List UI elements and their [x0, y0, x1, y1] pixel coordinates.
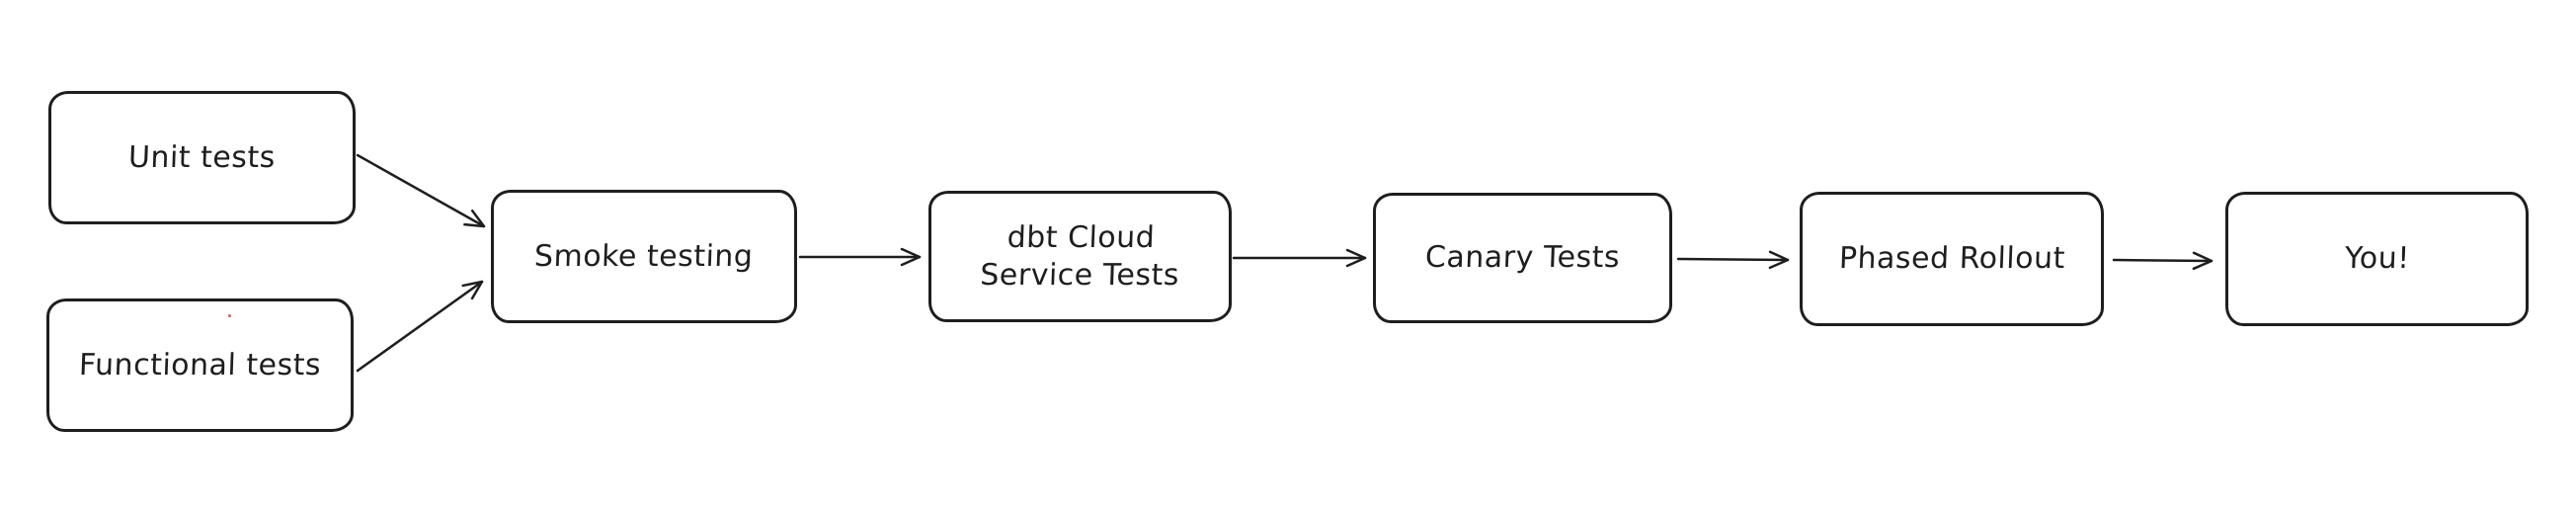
arrow-canary-tests-to-phased-rollout — [1676, 250, 1790, 270]
node-unit-tests-label: Unit tests — [127, 139, 277, 175]
node-canary-tests: Canary Tests — [1373, 193, 1672, 323]
node-functional-tests-label: Functional tests — [78, 347, 322, 382]
node-phased-rollout: Phased Rollout — [1800, 192, 2104, 326]
node-unit-tests: Unit tests — [48, 91, 356, 224]
node-you: You! — [2225, 192, 2529, 326]
node-phased-rollout-label: Phased Rollout — [1837, 241, 2066, 277]
node-smoke-testing: Smoke testing — [491, 190, 797, 323]
node-smoke-testing-label: Smoke testing — [533, 238, 755, 274]
arrow-functional-tests-to-smoke-testing — [356, 280, 484, 373]
node-you-label: You! — [2344, 241, 2410, 277]
node-dbt-cloud-service-tests: dbt Cloud Service Tests — [928, 191, 1232, 322]
node-functional-tests: Functional tests — [46, 298, 354, 432]
arrow-unit-tests-to-smoke-testing — [356, 153, 486, 228]
node-canary-tests-label: Canary Tests — [1424, 240, 1621, 276]
arrow-phased-rollout-to-you — [2112, 251, 2214, 271]
node-dbt-cloud-service-tests-label: dbt Cloud Service Tests — [979, 220, 1180, 293]
stray-red-pixel-artifact — [228, 314, 231, 317]
